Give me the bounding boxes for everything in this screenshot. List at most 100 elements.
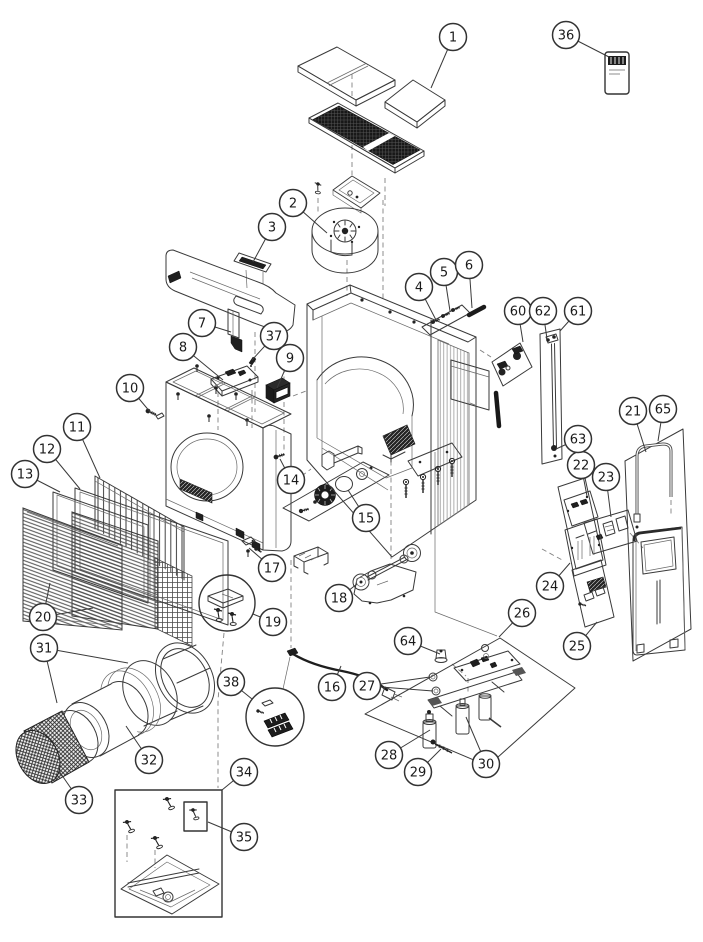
- part-screw-29: [430, 739, 453, 754]
- callout-number-11: 11: [69, 421, 86, 436]
- part-remote-36: [604, 51, 630, 95]
- callout-number-10: 10: [122, 382, 139, 397]
- callout-number-14: 14: [283, 474, 300, 489]
- callout-19: 19: [252, 607, 288, 637]
- part-side-boards: [557, 477, 638, 628]
- callout-balloon-31: [29, 633, 59, 663]
- callout-37: 37: [251, 321, 289, 361]
- callout-number-26: 26: [514, 607, 531, 622]
- callout-25: 25: [562, 621, 598, 661]
- callout-32: 32: [125, 725, 164, 775]
- callout-number-18: 18: [331, 592, 348, 607]
- callout-61: 61: [559, 296, 593, 332]
- callout-balloon-10: [115, 373, 145, 403]
- callout-36: 36: [551, 20, 610, 58]
- callout-balloon-18: [324, 583, 354, 613]
- callout-balloon-25: [562, 631, 592, 661]
- part-strip-6: [466, 304, 487, 318]
- callout-3: 3: [252, 212, 287, 263]
- callout-number-5: 5: [440, 266, 448, 281]
- part-top-cover: [165, 249, 296, 333]
- callout-balloon-26: [507, 598, 537, 628]
- callout-number-32: 32: [141, 754, 158, 769]
- callout-6: 6: [454, 250, 484, 309]
- part-base-panel-26: [364, 637, 576, 767]
- part-transformer-9: [265, 377, 291, 404]
- callout-7: 7: [187, 308, 232, 338]
- part-foam-sleeve-32: [62, 681, 149, 758]
- callout-21: 21: [618, 396, 648, 453]
- part-bracket-7: [227, 308, 243, 353]
- part-top-trim: [233, 252, 272, 289]
- callout-balloon-2: [278, 188, 308, 218]
- callout-balloon-6: [454, 250, 484, 280]
- callout-balloon-17: [257, 553, 287, 583]
- callout-balloon-4: [404, 272, 434, 302]
- part-board-24: [564, 518, 607, 577]
- part-blower-wheel: [311, 207, 379, 274]
- callout-balloon-64: [393, 626, 423, 656]
- part-filter-bracket: [312, 175, 381, 214]
- callout-number-33: 33: [71, 794, 88, 809]
- part-bracket-rail: [427, 667, 526, 717]
- part-motor-assembly-15: [282, 461, 390, 522]
- callout-number-37: 37: [266, 330, 283, 345]
- callout-24: 24: [535, 562, 571, 601]
- callout-23: 23: [591, 462, 621, 518]
- callout-balloon-33: [64, 785, 94, 815]
- callout-15: 15: [347, 489, 381, 533]
- part-capacitor-right: [478, 693, 502, 728]
- callout-29: 29: [403, 748, 442, 787]
- callout-balloon-38: [216, 667, 246, 697]
- callout-11: 11: [62, 412, 101, 479]
- part-mount-plate-4: [421, 304, 487, 336]
- callout-balloon-65: [648, 394, 678, 424]
- callout-number-31: 31: [36, 642, 53, 657]
- callout-number-60: 60: [510, 305, 527, 320]
- callout-28: 28: [374, 729, 431, 770]
- part-motor-18: [352, 544, 421, 605]
- callout-number-35: 35: [236, 831, 253, 846]
- callout-balloon-20: [28, 602, 58, 632]
- callout-balloon-11: [62, 412, 92, 442]
- detail-circle-38: [245, 687, 305, 747]
- callout-22: 22: [566, 450, 596, 497]
- callout-balloon-7: [187, 308, 217, 338]
- callout-balloon-16: [317, 672, 347, 702]
- callout-14: 14: [276, 458, 306, 495]
- callout-31: 31: [29, 633, 129, 704]
- callout-30: 30: [465, 716, 501, 779]
- callout-number-4: 4: [415, 281, 423, 296]
- callout-number-6: 6: [465, 259, 473, 274]
- part-rear-housing: [306, 284, 477, 558]
- part-circuit-board: [453, 644, 521, 682]
- callout-balloon-63: [563, 424, 593, 454]
- callout-5: 5: [429, 257, 459, 312]
- callout-number-7: 7: [198, 317, 206, 332]
- callout-20: 20: [28, 582, 94, 632]
- callout-number-34: 34: [236, 766, 253, 781]
- part-tube-panel-61: [539, 328, 563, 465]
- callout-number-12: 12: [39, 443, 56, 458]
- callout-balloon-15: [351, 503, 381, 533]
- callout-number-23: 23: [598, 471, 615, 486]
- part-standoff-64: [434, 649, 448, 663]
- callout-number-8: 8: [179, 341, 187, 356]
- callout-number-21: 21: [625, 405, 642, 420]
- callout-balloon-12: [32, 434, 62, 464]
- callout-balloon-29: [403, 757, 433, 787]
- callout-number-28: 28: [381, 749, 398, 764]
- part-front-panel: [165, 363, 292, 552]
- callout-10: 10: [115, 373, 152, 414]
- callout-38: 38: [216, 667, 253, 700]
- callout-16: 16: [317, 665, 347, 702]
- callout-balloon-8: [168, 332, 198, 362]
- callout-balloon-62: [528, 296, 558, 326]
- callout-35: 35: [207, 821, 259, 852]
- inner-box-35: [183, 801, 208, 832]
- callout-number-19: 19: [265, 616, 282, 631]
- callout-balloon-30: [471, 749, 501, 779]
- callout-64: 64: [393, 626, 441, 656]
- callout-26: 26: [498, 598, 537, 638]
